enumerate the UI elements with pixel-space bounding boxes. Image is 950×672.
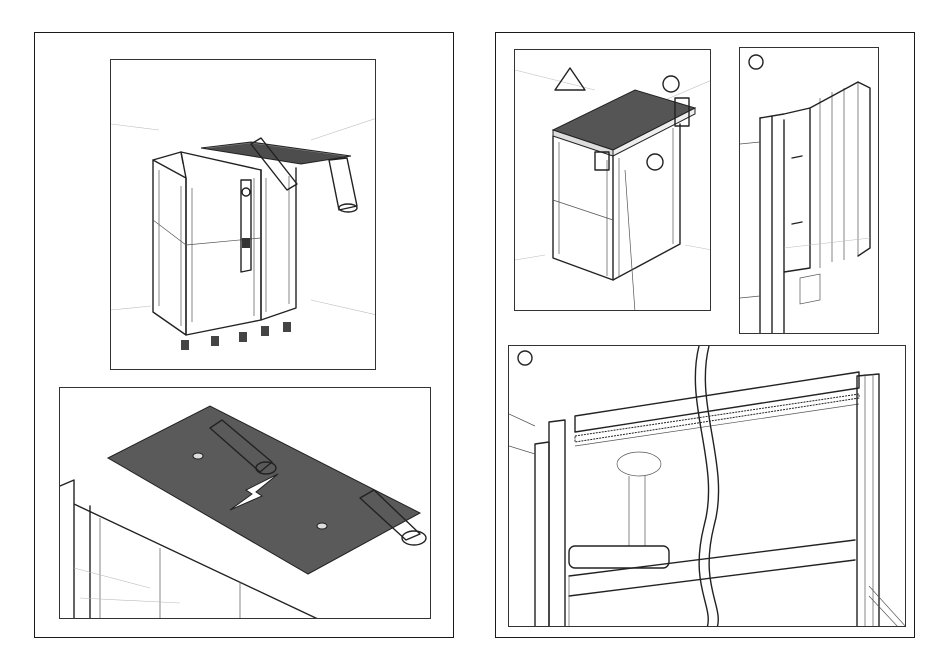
cabin-roof-placement-figure bbox=[110, 59, 376, 370]
right-page-panel bbox=[495, 32, 915, 638]
roof-panel-detail-figure bbox=[59, 387, 431, 619]
left-page-panel bbox=[34, 32, 454, 638]
roof-edge-figure bbox=[508, 345, 906, 627]
cabin-overview-figure bbox=[514, 49, 711, 311]
corner-profile-figure bbox=[739, 47, 879, 334]
